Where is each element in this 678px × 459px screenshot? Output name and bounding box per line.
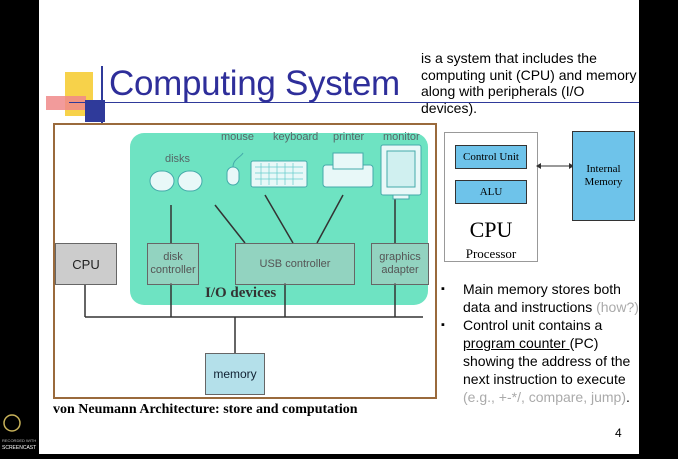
mouse-label: mouse — [221, 131, 255, 143]
intro-text: is a system that includes the computing … — [421, 50, 637, 116]
bullet-list: Main memory stores both data and instruc… — [439, 280, 639, 406]
monitor-icon — [380, 144, 422, 200]
disks-icon — [149, 170, 203, 192]
printer-icon — [322, 152, 374, 188]
disks-label: disks — [165, 153, 191, 165]
control-unit-box: Control Unit — [455, 145, 527, 169]
slide-title: Computing System — [109, 64, 400, 103]
slide: Computing System is a system that includ… — [39, 0, 639, 454]
diagram-caption: von Neumann Architecture: store and comp… — [53, 402, 358, 417]
processor-label: Processor — [465, 246, 517, 261]
graphics-adapter: graphics adapter — [371, 243, 429, 285]
keyboard-label: keyboard — [273, 131, 319, 143]
screencast-watermark: RECORDED WITH SCREENCAST — [0, 405, 38, 454]
io-devices-label: I/O devices — [205, 285, 277, 301]
title-decoration — [85, 100, 105, 122]
bullet-item: Control unit contains a program counter … — [441, 316, 639, 406]
usb-controller: USB controller — [235, 243, 355, 285]
disk-controller: disk controller — [147, 243, 199, 285]
title-decoration — [46, 96, 86, 110]
double-arrow-icon — [536, 163, 574, 169]
title-decoration — [101, 66, 103, 126]
cpu-box: CPU — [55, 243, 117, 285]
screencast-logo-icon: RECORDED WITH SCREENCAST — [2, 414, 36, 451]
keyboard-icon — [250, 160, 308, 188]
title-rule — [69, 102, 639, 103]
cpu-panel: Control Unit ALU CPU Processor — [444, 132, 538, 262]
cpu-label: CPU — [469, 217, 513, 242]
bullet-item: Main memory stores both data and instruc… — [441, 280, 639, 316]
von-neumann-diagram: mouse keyboard printer monitor disks dis… — [53, 123, 437, 399]
printer-label: printer — [333, 131, 365, 143]
monitor-label: monitor — [383, 131, 420, 143]
mouse-icon — [226, 152, 244, 186]
alu-box: ALU — [455, 180, 527, 204]
page-number: 4 — [615, 426, 622, 440]
internal-memory-box: Internal Memory — [572, 131, 635, 221]
svg-text:SCREENCAST: SCREENCAST — [2, 445, 36, 451]
memory-box: memory — [205, 353, 265, 395]
diagram-lines — [84, 144, 423, 353]
right-margin — [651, 0, 678, 454]
svg-text:RECORDED WITH: RECORDED WITH — [2, 438, 36, 443]
